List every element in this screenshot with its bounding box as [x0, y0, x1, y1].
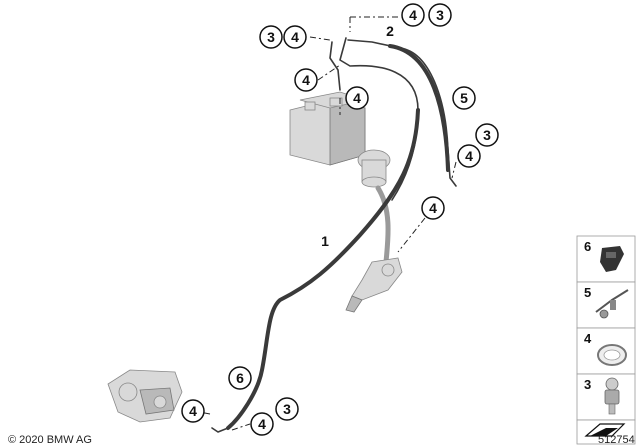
callout-number: 3 [283, 401, 291, 417]
parts-legend: 6 5 4 3 [576, 235, 636, 445]
callout-number: 3 [436, 7, 444, 23]
legend-number: 3 [584, 377, 591, 392]
callout-number: 4 [409, 7, 417, 23]
clip-icon [600, 246, 624, 272]
brake-reservoir-illustration [357, 149, 391, 265]
legend-number: 6 [584, 239, 591, 254]
callout-group-top-right: 4 3 [401, 3, 452, 27]
callout-number: 3 [267, 29, 275, 45]
callout-number: 4 [353, 90, 361, 106]
brake-lines [211, 37, 457, 433]
legend-number: 4 [584, 331, 592, 346]
master-cylinder-illustration [345, 257, 403, 313]
copyright-text: © 2020 BMW AG [8, 434, 92, 446]
callout-abs-2: 4 [345, 86, 369, 110]
callout-group-top-left: 3 4 [259, 25, 307, 49]
callout-number: 4 [258, 416, 266, 432]
callout-number: 5 [460, 90, 468, 106]
diagram-id: 512754 [598, 434, 635, 446]
callout-abs-1: 4 [294, 68, 318, 92]
callout-number: 4 [465, 148, 473, 164]
callout-group-right: 3 4 [457, 123, 499, 168]
arrow-box-icon [584, 423, 626, 437]
seal-ring-icon [597, 344, 627, 366]
hose-label-2: 2 [386, 23, 394, 39]
callout-number: 4 [291, 29, 299, 45]
callout-number: 4 [302, 72, 310, 88]
callout-number: 3 [483, 127, 491, 143]
bracket-icon [595, 289, 629, 319]
hose-label-1: 1 [321, 233, 329, 249]
callout-part-5: 5 [452, 86, 476, 110]
callout-number: 6 [236, 370, 244, 386]
brake-caliper-illustration [107, 369, 183, 423]
leader-lines [187, 16, 457, 431]
callout-number: 4 [429, 200, 437, 216]
callout-part-6: 6 [228, 366, 252, 390]
legend-number: 5 [584, 285, 591, 300]
callout-caliper: 4 [181, 399, 205, 423]
banjo-bolt-icon [604, 377, 620, 415]
callout-group-bottom: 4 3 [250, 397, 299, 436]
abs-unit-illustration [289, 91, 367, 166]
callout-number: 4 [189, 403, 197, 419]
callout-master-cylinder: 4 [421, 196, 445, 220]
